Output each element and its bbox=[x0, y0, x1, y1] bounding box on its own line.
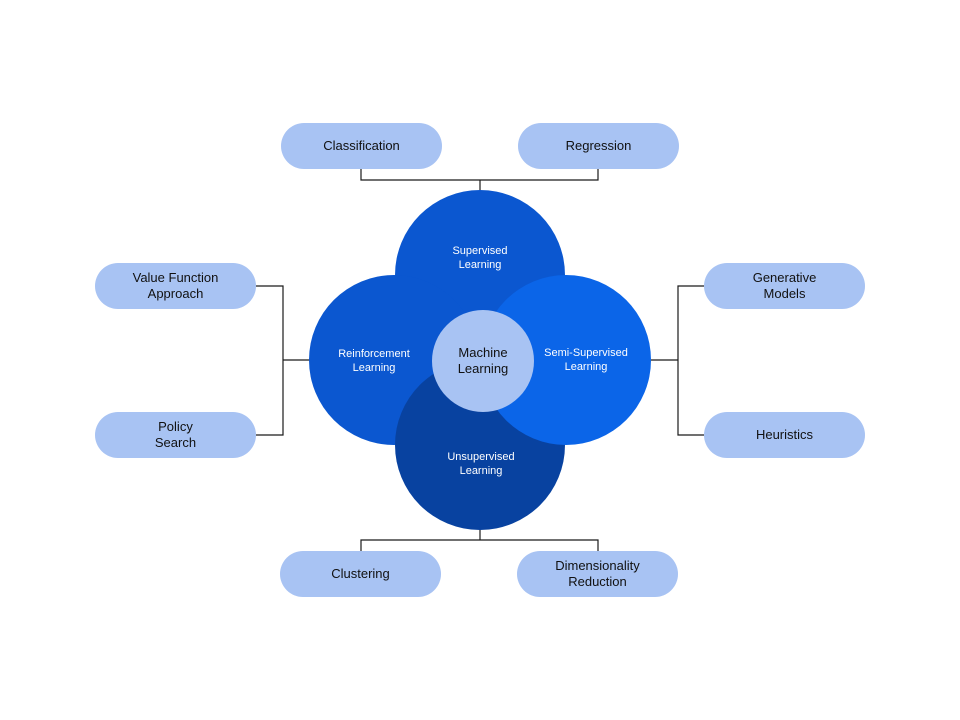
connectors bbox=[256, 168, 704, 552]
semi-supervised-learning-circle bbox=[481, 275, 651, 445]
node-dimensionality-reduction: Dimensionality Reduction bbox=[517, 551, 678, 597]
reinforcement-learning-label: Reinforcement Learning bbox=[338, 348, 410, 374]
node-heuristics: Heuristics bbox=[704, 412, 865, 458]
node-value-function-approach: Value Function Approach bbox=[95, 263, 256, 309]
connector-supervised bbox=[360, 168, 599, 181]
connector-reinforcement bbox=[256, 285, 284, 436]
unsupervised-learning-label: Unsupervised Learning bbox=[447, 451, 515, 477]
semi-supervised-learning-label: Semi-Supervised Learning bbox=[544, 347, 628, 373]
supervised-learning-label: Supervised Learning bbox=[452, 245, 508, 271]
node-classification: Classification bbox=[281, 123, 442, 169]
node-clustering: Clustering bbox=[280, 551, 441, 597]
node-generative-models: Generative Models bbox=[704, 263, 865, 309]
node-policy-search: Policy Search bbox=[95, 412, 256, 458]
node-regression: Regression bbox=[518, 123, 679, 169]
machine-learning-core-circle bbox=[432, 310, 534, 412]
machine-learning-label: Machine Learning bbox=[457, 345, 509, 376]
connector-semi-supervised bbox=[677, 285, 704, 436]
